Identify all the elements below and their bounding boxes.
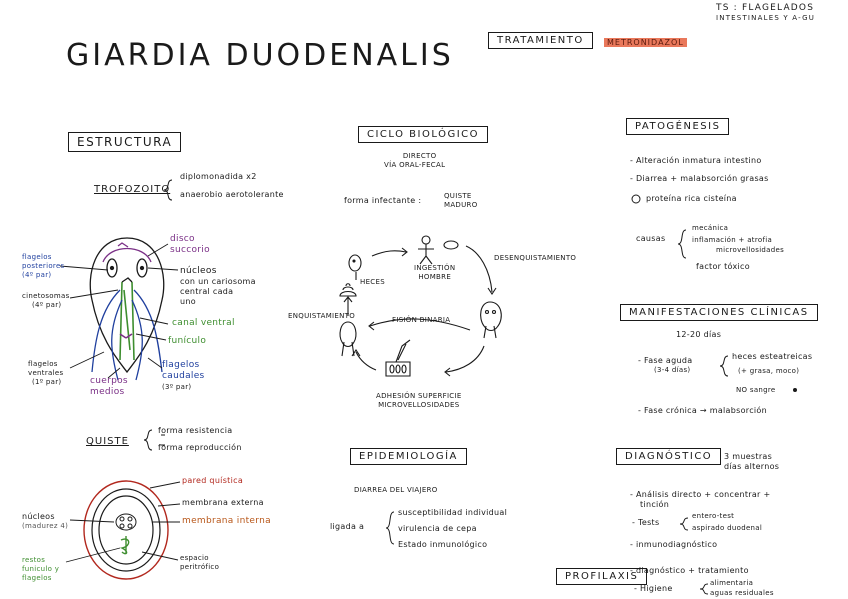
label-cyst-nucleos: núcleos (madurez 4) [22, 512, 69, 530]
corner-note-line1: TS : FLAGELADOS [716, 3, 815, 13]
label-membrana-externa: membrana externa [182, 498, 264, 507]
label-fision: FISIÓN BINARIA [392, 316, 451, 324]
forma-infectante-label: forma infectante : [344, 196, 422, 205]
quiste-item-2: forma reproducción [158, 443, 242, 452]
label-cuerpos-medios: cuerpos medios [90, 376, 128, 398]
analisis: - Análisis directo + concentrar + tinció… [630, 490, 771, 509]
higiene-label: - Higiene [634, 584, 673, 593]
label-flagelos-caudales: flagelos caudales (3º par) [162, 360, 205, 391]
label-cinetosomas: cinetosomas (4º par) [22, 292, 70, 309]
pato-item-2: - Diarrea + malabsorción grasas [630, 174, 769, 183]
quiste-label: QUISTE [86, 436, 129, 447]
patogenesis-heading: PATOGÉNESIS [626, 118, 730, 135]
forma-infectante-value: QUISTE MADURO [444, 192, 478, 209]
pato-item-3: proteína rica cisteína [646, 194, 737, 203]
label-adhesion: ADHESIÓN SUPERFICIE MICROVELLOSIDADES [376, 392, 462, 409]
quiste-item-1: forma resistencia [158, 426, 233, 435]
causa-1: mecánica [692, 224, 729, 232]
diagnostico-heading: DIAGNÓSTICO [616, 448, 722, 465]
label-flagelos-posteriores: flagelos posteriores (4º par) [22, 253, 65, 279]
no-sangre: NO sangre [736, 386, 776, 394]
higiene-item-1: alimentaria [710, 579, 754, 587]
label-flagelos-ventrales: flagelos ventrales (1º par) [28, 360, 64, 386]
label-espacio-peritrofico: espacio peritrófico [180, 554, 220, 571]
corner-note-line2: INTESTINALES Y A-GU [716, 13, 816, 22]
label-canal-ventral: canal ventral [172, 318, 235, 328]
epi-item-2: virulencia de cepa [398, 524, 477, 533]
label-pared-quistica: pared quística [182, 476, 244, 485]
label-heces: HECES [360, 278, 385, 286]
trofozoito-item-1: diplomonadida x2 [180, 172, 257, 181]
profilaxis-item-1: - diagnóstico + tratamiento [630, 566, 749, 575]
inmunodiagnostico: - inmunodiagnóstico [630, 540, 718, 549]
higiene-item-2: aguas residuales [710, 589, 774, 597]
ciclo-heading: CICLO BIOLÓGICO [358, 126, 488, 143]
manif-dias: 12-20 días [676, 330, 722, 339]
factor-toxico: factor tóxico [696, 262, 750, 271]
profilaxis-heading: PROFILAXIS [556, 568, 648, 585]
trophozoite-drawing [89, 237, 165, 381]
diarrea-viajero: DIARREA DEL VIAJERO [354, 486, 438, 494]
trophozoite-pointers [59, 243, 179, 379]
ciclo-directo: DIRECTO VÍA ORAL-FECAL [384, 152, 446, 169]
ligada-label: ligada a [330, 522, 365, 531]
label-restos: restos funiculo y flagelos [22, 556, 60, 582]
manifestaciones-heading: MANIFESTACIONES CLÍNICAS [620, 304, 818, 321]
treatment-box: TRATAMIENTO [488, 32, 593, 49]
cyst-drawing [83, 480, 169, 580]
label-desenquistamiento: DESENQUISTAMIENTO [494, 254, 577, 262]
epidemiologia-heading: EPIDEMIOLOGÍA [350, 448, 467, 465]
causa-3: microvellosidades [716, 246, 785, 254]
test-1: entero-test [692, 512, 735, 520]
test-2: aspirado duodenal [692, 524, 763, 532]
label-disco: disco succorio [170, 234, 210, 256]
trofozoito-label: TROFOZOITO [94, 184, 171, 195]
epi-item-3: Estado inmunológico [398, 540, 488, 549]
causa-2: inflamación + atrofia [692, 236, 773, 244]
life-cycle-drawing [339, 235, 502, 377]
heces-esteatreicas: heces esteatreicas [732, 352, 813, 361]
trofozoito-item-2: anaerobio aerotolerante [180, 190, 284, 199]
page-title: GIARDIA DUODENALIS [66, 38, 454, 73]
causas-label: causas [636, 234, 666, 243]
label-nucleos: núcleos con un cariosoma central cada un… [180, 266, 256, 307]
fase-cronica: - Fase crónica → malabsorción [638, 406, 767, 415]
estructura-heading: ESTRUCTURA [68, 132, 182, 152]
grasa-moco: (+ grasa, moco) [738, 367, 800, 375]
tests-label: - Tests [632, 518, 660, 527]
pato-item-1: - Alteración inmatura intestino [630, 156, 762, 165]
label-membrana-interna: membrana interna [182, 516, 271, 526]
muestras: 3 muestras días alternos [724, 452, 780, 471]
corner-note: TS : FLAGELADOS INTESTINALES Y A-GU [716, 3, 815, 22]
label-enquistamiento: ENQUISTAMIENTO [288, 312, 356, 320]
fase-aguda: - Fase aguda (3-4 días) [638, 356, 693, 374]
epi-item-1: susceptibilidad individual [398, 508, 508, 517]
label-ingestion: INGESTIÓN HOMBRE [414, 264, 456, 281]
label-funiculo: funículo [168, 336, 207, 346]
cyst-pointers [65, 481, 181, 563]
treatment-value: METRONIDAZOL [604, 38, 687, 47]
